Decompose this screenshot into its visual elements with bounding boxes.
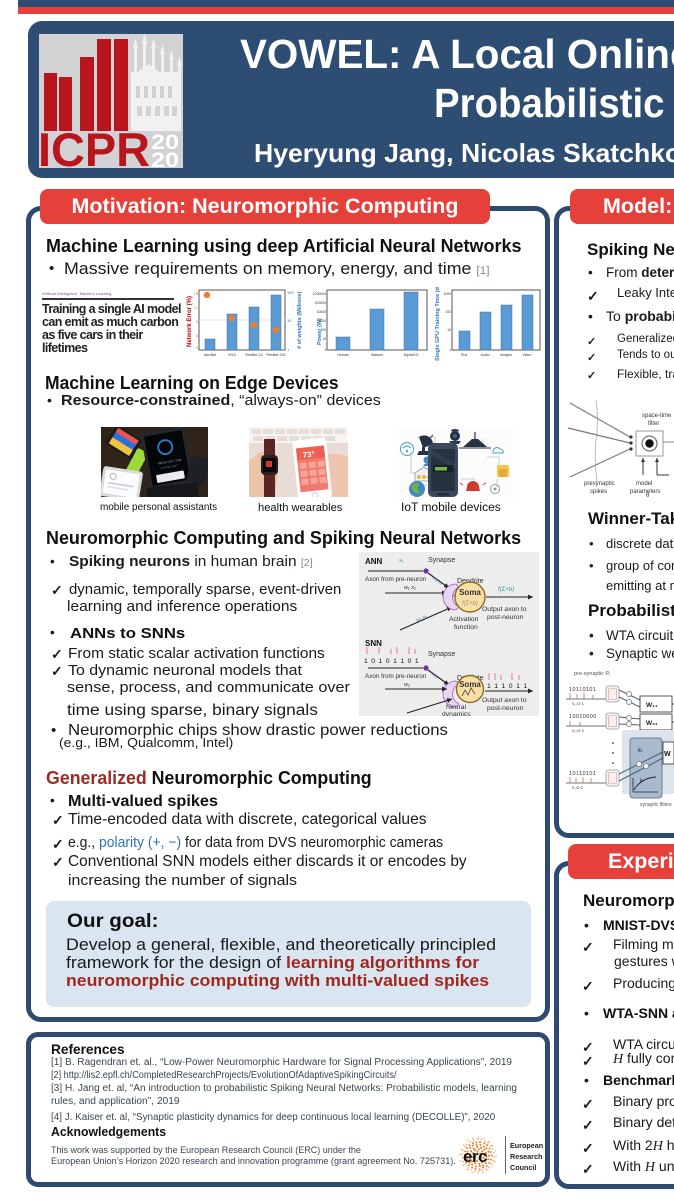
svg-text:ResNet-22: ResNet-22 xyxy=(245,353,262,357)
svg-text:10110101: 10110101 xyxy=(569,771,596,777)
svg-text:Soma: Soma xyxy=(459,680,481,689)
svg-text:spikes: spikes xyxy=(590,489,607,495)
svg-text:Axon from pre-neuron: Axon from pre-neuron xyxy=(365,673,427,680)
svg-text:20: 20 xyxy=(151,149,179,168)
svg-text:post-neuron: post-neuron xyxy=(487,705,523,712)
svg-text:Human: Human xyxy=(337,353,349,357)
svg-text:space-time: space-time xyxy=(642,413,672,419)
svg-text:x₁: x₁ xyxy=(398,558,404,564)
svg-text:Output axon to: Output axon to xyxy=(482,606,527,613)
svg-text:10000: 10000 xyxy=(317,310,327,314)
svg-text:1 0 1 0 1 1 0 1: 1 0 1 0 1 1 0 1 xyxy=(364,658,419,665)
svg-text:12: 12 xyxy=(194,305,199,310)
svg-text:w₂: w₂ xyxy=(431,672,439,680)
svg-text:w₁ x₁: w₁ x₁ xyxy=(404,585,416,591)
svg-text:Synapse: Synapse xyxy=(428,557,455,564)
svg-text:VGG: VGG xyxy=(228,353,236,357)
svg-text:100: 100 xyxy=(445,310,451,314)
svg-text:100: 100 xyxy=(287,290,294,295)
svg-text:ICPR: ICPR xyxy=(39,123,150,168)
svg-text:dynamics: dynamics xyxy=(442,711,471,716)
svg-text:W₂₁: W₂₁ xyxy=(646,720,658,727)
svg-text:15: 15 xyxy=(194,291,199,296)
svg-text:9: 9 xyxy=(196,319,199,324)
svg-text:ResNet-152: ResNet-152 xyxy=(266,353,285,357)
svg-text:w₁: w₁ xyxy=(404,682,410,688)
svg-text:1 1 1 0 1 1: 1 1 1 0 1 1 xyxy=(487,683,528,690)
svg-text:1000000: 1000000 xyxy=(313,292,326,296)
svg-text:Video: Video xyxy=(522,353,531,357)
svg-text:Axon from pre-neuron: Axon from pre-neuron xyxy=(365,576,427,583)
svg-text:to help you?: to help you? xyxy=(161,463,179,470)
svg-text:What can I say: What can I say xyxy=(158,458,182,466)
svg-text:f(Σ+b): f(Σ+b) xyxy=(498,587,514,593)
svg-text:73°: 73° xyxy=(302,450,315,460)
svg-text:Research: Research xyxy=(510,1152,542,1161)
svg-text:100000: 100000 xyxy=(315,301,326,305)
svg-text:Activation: Activation xyxy=(449,616,479,623)
svg-text:w₃ x₃: w₃ x₃ xyxy=(415,614,428,624)
svg-text:10110101: 10110101 xyxy=(569,687,596,693)
svg-text:pre-synaptic Pᵢ: pre-synaptic Pᵢ xyxy=(574,671,610,677)
svg-text:6: 6 xyxy=(196,333,199,338)
svg-text:Single GPU Training Time (days: Single GPU Training Time (days) xyxy=(435,287,441,361)
svg-text:ANN: ANN xyxy=(365,557,383,566)
svg-text:10: 10 xyxy=(322,337,326,341)
svg-text:W: W xyxy=(664,751,671,758)
svg-text:Watson: Watson xyxy=(371,353,383,357)
svg-text:1: 1 xyxy=(287,347,290,352)
svg-text:presynaptic: presynaptic xyxy=(584,481,615,487)
svg-text:parameters: parameters xyxy=(630,489,660,495)
svg-text:10010000: 10010000 xyxy=(569,714,597,720)
svg-text:filter: filter xyxy=(648,421,659,427)
svg-text:erc: erc xyxy=(463,1147,487,1166)
svg-text:3: 3 xyxy=(196,345,199,350)
svg-text:Synapse: Synapse xyxy=(428,651,455,658)
svg-text:f(Σ+b): f(Σ+b) xyxy=(462,601,478,607)
svg-text:# of weights (Millions): # of weights (Millions) xyxy=(297,291,303,349)
svg-text:synaptic filters: synaptic filters xyxy=(640,802,672,808)
svg-text:1: 1 xyxy=(449,348,451,352)
svg-text:W₁₁: W₁₁ xyxy=(646,702,658,709)
svg-text:10: 10 xyxy=(447,328,451,332)
svg-text:European: European xyxy=(510,1141,543,1150)
svg-text:function: function xyxy=(454,624,478,631)
svg-text:20: 20 xyxy=(151,131,179,154)
svg-text:s₁,≤t-1: s₁,≤t-1 xyxy=(572,701,585,706)
svg-text:θ: θ xyxy=(646,493,650,497)
svg-text:AlphaGO: AlphaGO xyxy=(404,353,419,357)
svg-text:Network Error (%): Network Error (%) xyxy=(187,296,193,347)
svg-text:Text: Text xyxy=(461,353,468,357)
svg-text:1: 1 xyxy=(324,348,326,352)
svg-text:kₜ: kₜ xyxy=(640,778,645,784)
svg-text:Output axon to: Output axon to xyxy=(482,697,527,704)
svg-text:Power (W): Power (W) xyxy=(317,318,323,345)
svg-text:Neural: Neural xyxy=(446,704,467,711)
svg-text:Soma: Soma xyxy=(459,588,481,597)
svg-text:AlexNet: AlexNet xyxy=(204,353,217,357)
svg-text:1000: 1000 xyxy=(443,292,451,296)
svg-text:w₂ x₂: w₂ x₂ xyxy=(431,575,444,586)
svg-text:Council: Council xyxy=(510,1163,536,1172)
svg-text:1000: 1000 xyxy=(318,319,326,323)
svg-text:10: 10 xyxy=(287,318,292,323)
svg-text:model: model xyxy=(636,481,652,487)
svg-text:kₜ: kₜ xyxy=(638,748,643,754)
svg-text:sₗ,≤t-1: sₗ,≤t-1 xyxy=(572,785,584,790)
svg-text:Images: Images xyxy=(500,353,512,357)
svg-text:Audio: Audio xyxy=(480,353,489,357)
svg-text:SNN: SNN xyxy=(365,639,382,648)
svg-text:post-neuron: post-neuron xyxy=(487,614,523,621)
svg-text:s₂,≤t-1: s₂,≤t-1 xyxy=(572,728,585,733)
svg-text:100: 100 xyxy=(320,328,326,332)
